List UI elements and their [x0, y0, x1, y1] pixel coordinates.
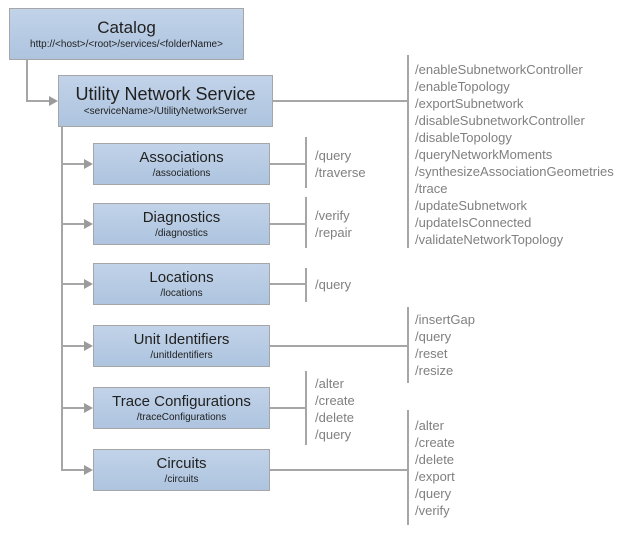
resource-node-unit-identifiers: Unit Identifiers /unitIdentifiers — [93, 325, 270, 367]
service-subtitle: <serviceName>/UtilityNetworkServer — [83, 106, 248, 117]
arrow-right-icon — [49, 96, 58, 106]
operation-item: /delete — [415, 452, 455, 467]
operation-item: /validateNetworkTopology — [415, 232, 564, 247]
connector-line — [305, 197, 307, 248]
connector-line — [407, 410, 409, 525]
service-title: Utility Network Service — [75, 84, 256, 104]
operation-item: /trace — [415, 181, 448, 196]
connector-line — [61, 407, 84, 409]
resource-subtitle: /traceConfigurations — [136, 411, 227, 423]
diagnostics-operation-list: /verify /repair — [315, 207, 352, 241]
operation-item: /query — [415, 329, 452, 344]
resource-node-associations: Associations /associations — [93, 143, 270, 185]
connector-line — [26, 100, 50, 102]
operation-item: /exportSubnetwork — [415, 96, 524, 111]
connector-line — [270, 345, 408, 347]
operation-item: /reset — [415, 346, 448, 361]
connector-line — [61, 469, 84, 471]
operation-item: /repair — [315, 225, 352, 240]
service-operation-list: /enableSubnetworkController /enableTopol… — [415, 61, 614, 248]
arrow-right-icon — [84, 403, 93, 413]
operation-item: /queryNetworkMoments — [415, 147, 553, 162]
trace-configurations-operation-list: /alter /create /delete /query — [315, 375, 355, 443]
operation-item: /create — [415, 435, 455, 450]
arrow-right-icon — [84, 279, 93, 289]
operation-item: /updateSubnetwork — [415, 198, 528, 213]
resource-title: Trace Configurations — [112, 392, 251, 410]
operation-item: /updateIsConnected — [415, 215, 532, 230]
resource-subtitle: /diagnostics — [155, 227, 208, 239]
connector-line — [270, 469, 408, 471]
operation-item: /verify — [315, 208, 350, 223]
arrow-right-icon — [84, 341, 93, 351]
resource-node-locations: Locations /locations — [93, 263, 270, 305]
resource-subtitle: /locations — [160, 287, 203, 299]
operation-item: /traverse — [315, 165, 366, 180]
operation-item: /alter — [415, 418, 444, 433]
connector-line — [270, 223, 306, 225]
operation-item: /enableSubnetworkController — [415, 62, 583, 77]
circuits-operation-list: /alter /create /delete /export /query /v… — [415, 417, 455, 519]
resource-node-diagnostics: Diagnostics /diagnostics — [93, 203, 270, 245]
catalog-title: Catalog — [97, 17, 156, 37]
arrow-right-icon — [84, 159, 93, 169]
connector-line — [305, 268, 307, 302]
connector-line — [61, 127, 63, 471]
catalog-node: Catalog http://<host>/<root>/services/<f… — [9, 8, 244, 60]
resource-subtitle: /circuits — [164, 473, 199, 485]
resource-subtitle: /associations — [152, 167, 211, 179]
locations-operation-list: /query — [315, 276, 351, 293]
operation-item: /verify — [415, 503, 450, 518]
operation-item: /resize — [415, 363, 454, 378]
operation-item: /query — [315, 427, 352, 442]
operation-item: /export — [415, 469, 455, 484]
arrow-right-icon — [84, 219, 93, 229]
arrow-right-icon — [84, 465, 93, 475]
resource-node-trace-configurations: Trace Configurations /traceConfiguration… — [93, 387, 270, 429]
resource-subtitle: /unitIdentifiers — [150, 349, 213, 361]
connector-line — [273, 100, 408, 102]
connector-line — [407, 307, 409, 383]
resource-title: Circuits — [156, 454, 207, 472]
operation-item: /alter — [315, 376, 344, 391]
resource-title: Associations — [139, 148, 224, 166]
associations-operation-list: /query /traverse — [315, 147, 366, 181]
connector-line — [61, 223, 84, 225]
resource-node-circuits: Circuits /circuits — [93, 449, 270, 491]
resource-title: Diagnostics — [142, 208, 221, 226]
operation-item: /insertGap — [415, 312, 475, 327]
connector-line — [270, 407, 306, 409]
service-node: Utility Network Service <serviceName>/Ut… — [58, 75, 273, 127]
operation-item: /query — [415, 486, 452, 501]
operation-item: /synthesizeAssociationGeometries — [415, 164, 614, 179]
connector-line — [270, 283, 306, 285]
connector-line — [61, 345, 84, 347]
operation-item: /query — [315, 148, 352, 163]
connector-line — [61, 283, 84, 285]
resource-title: Unit Identifiers — [133, 330, 230, 348]
operation-item: /query — [315, 277, 352, 292]
unit-identifiers-operation-list: /insertGap /query /reset /resize — [415, 311, 475, 379]
catalog-subtitle: http://<host>/<root>/services/<folderNam… — [30, 38, 223, 50]
connector-line — [270, 163, 306, 165]
operation-item: /disableTopology — [415, 130, 512, 145]
operation-item: /disableSubnetworkController — [415, 113, 585, 128]
resource-title: Locations — [149, 268, 214, 286]
operation-item: /create — [315, 393, 355, 408]
operation-item: /enableTopology — [415, 79, 510, 94]
connector-line — [26, 60, 28, 102]
connector-line — [305, 371, 307, 445]
operation-item: /delete — [315, 410, 355, 425]
connector-line — [407, 55, 409, 248]
connector-line — [305, 137, 307, 188]
connector-line — [61, 163, 84, 165]
